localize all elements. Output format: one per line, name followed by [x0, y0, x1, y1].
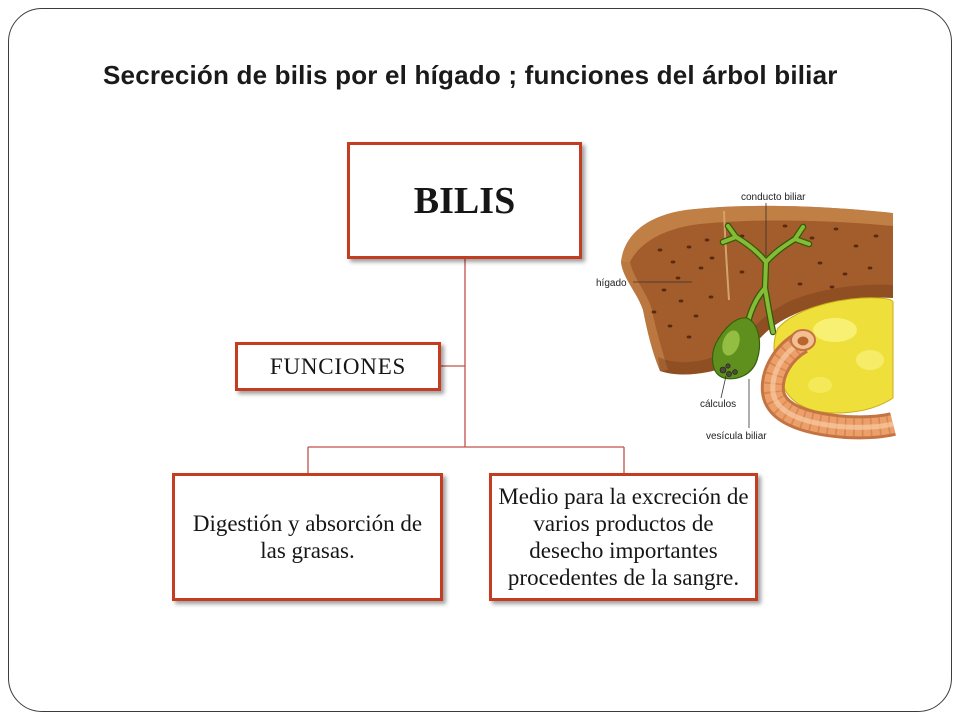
duodenum-opening-inner: [797, 336, 809, 346]
label-liver: hígado: [596, 278, 627, 289]
bilis-label: BILIS: [413, 179, 516, 222]
gallstone: [725, 363, 731, 369]
funciones-box: FUNCIONES: [235, 342, 441, 391]
leader-line-stones: [720, 375, 727, 399]
label-bile-duct: conducto biliar: [741, 192, 806, 203]
function-digestion-label: Digestión y absorción de las grasas.: [192, 511, 423, 563]
slide-frame: [8, 8, 952, 712]
gallstone: [732, 369, 738, 375]
duodenum-highlight: [770, 339, 894, 430]
gallstone: [719, 366, 727, 374]
bilis-box: BILIS: [347, 142, 582, 259]
label-gallbladder: vesícula biliar: [706, 431, 767, 442]
label-stones: cálculos: [700, 399, 736, 410]
bile-duct: [721, 224, 811, 334]
gallstone: [726, 371, 732, 377]
function-box-digestion: Digestión y absorción de las grasas.: [172, 473, 443, 601]
liver-edge-highlight: [621, 262, 668, 371]
pancreas-highlight: [813, 318, 857, 342]
pancreas-highlight: [808, 377, 832, 393]
liver-top-highlight: [621, 205, 893, 262]
function-excretion-label: Medio para la excreción de varios produc…: [498, 484, 749, 590]
pancreas-highlight: [856, 350, 884, 370]
function-box-excretion: Medio para la excreción de varios produc…: [489, 473, 758, 601]
liver-gallbladder-illustration: conducto biliar hígado cálculos vesícula…: [596, 192, 896, 442]
liver-lobe-fold: [723, 210, 730, 301]
gallbladder-highlight: [722, 330, 740, 356]
liver-shadow: [658, 284, 893, 375]
slide-title: Secreción de bilis por el hígado ; funci…: [103, 60, 838, 90]
funciones-label: FUNCIONES: [269, 353, 407, 379]
